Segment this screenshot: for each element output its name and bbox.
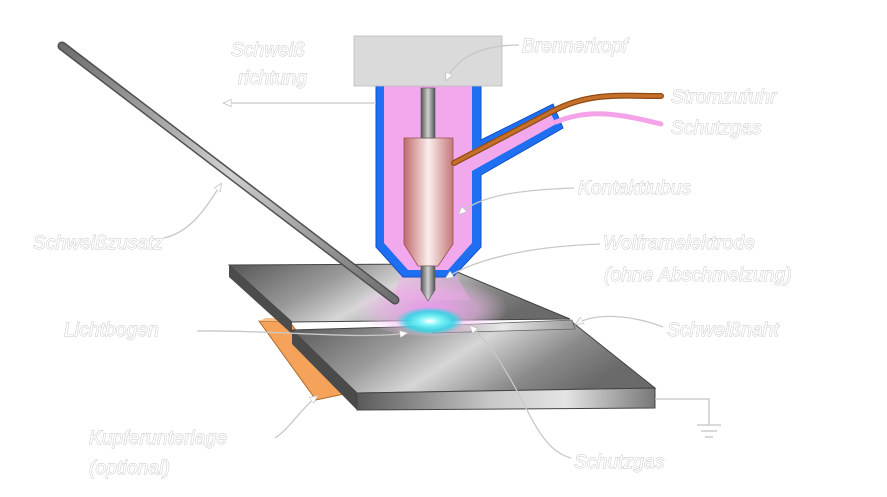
torch-head: [353, 35, 503, 87]
ground-icon: [655, 398, 721, 438]
labels: Schweiß richtung Brennerkopf Stromzufuhr…: [33, 36, 793, 480]
label-kontakttubus: Kontakttubus: [578, 178, 692, 199]
label-wolframelektrode-line2: (ohne Abschmelzung): [604, 265, 792, 286]
label-schweissrichtung-line2: richtung: [238, 68, 307, 89]
torch: [375, 83, 564, 302]
label-schweissnaht: Schweißnaht: [667, 320, 780, 341]
power-cable: [451, 92, 664, 166]
label-lichtbogen: Lichtbogen: [64, 320, 159, 341]
label-kupferunterlage-line1: Kupferunterlage: [89, 428, 227, 449]
label-schutzgas-hose: Schutzgas: [671, 118, 762, 139]
contact-tube: [403, 137, 454, 267]
label-kupferunterlage-line2: (optional): [89, 458, 170, 479]
filler-rod: [57, 41, 400, 305]
label-schweissrichtung-line1: Schweiß: [231, 40, 305, 61]
label-stromzufuhr: Stromzufuhr: [671, 87, 777, 108]
leader-lines: [163, 44, 664, 459]
gas-hose: [553, 111, 664, 127]
label-schweisszusatz: Schweißzusatz: [33, 233, 164, 254]
label-wolframelektrode-line1: Wolframelektrode: [603, 233, 755, 254]
label-schutzgas-bottom: Schutzgas: [574, 452, 665, 473]
welding-arc: [396, 307, 464, 335]
tungsten-electrode: [420, 87, 436, 302]
label-brennerkopf: Brennerkopf: [522, 36, 629, 57]
